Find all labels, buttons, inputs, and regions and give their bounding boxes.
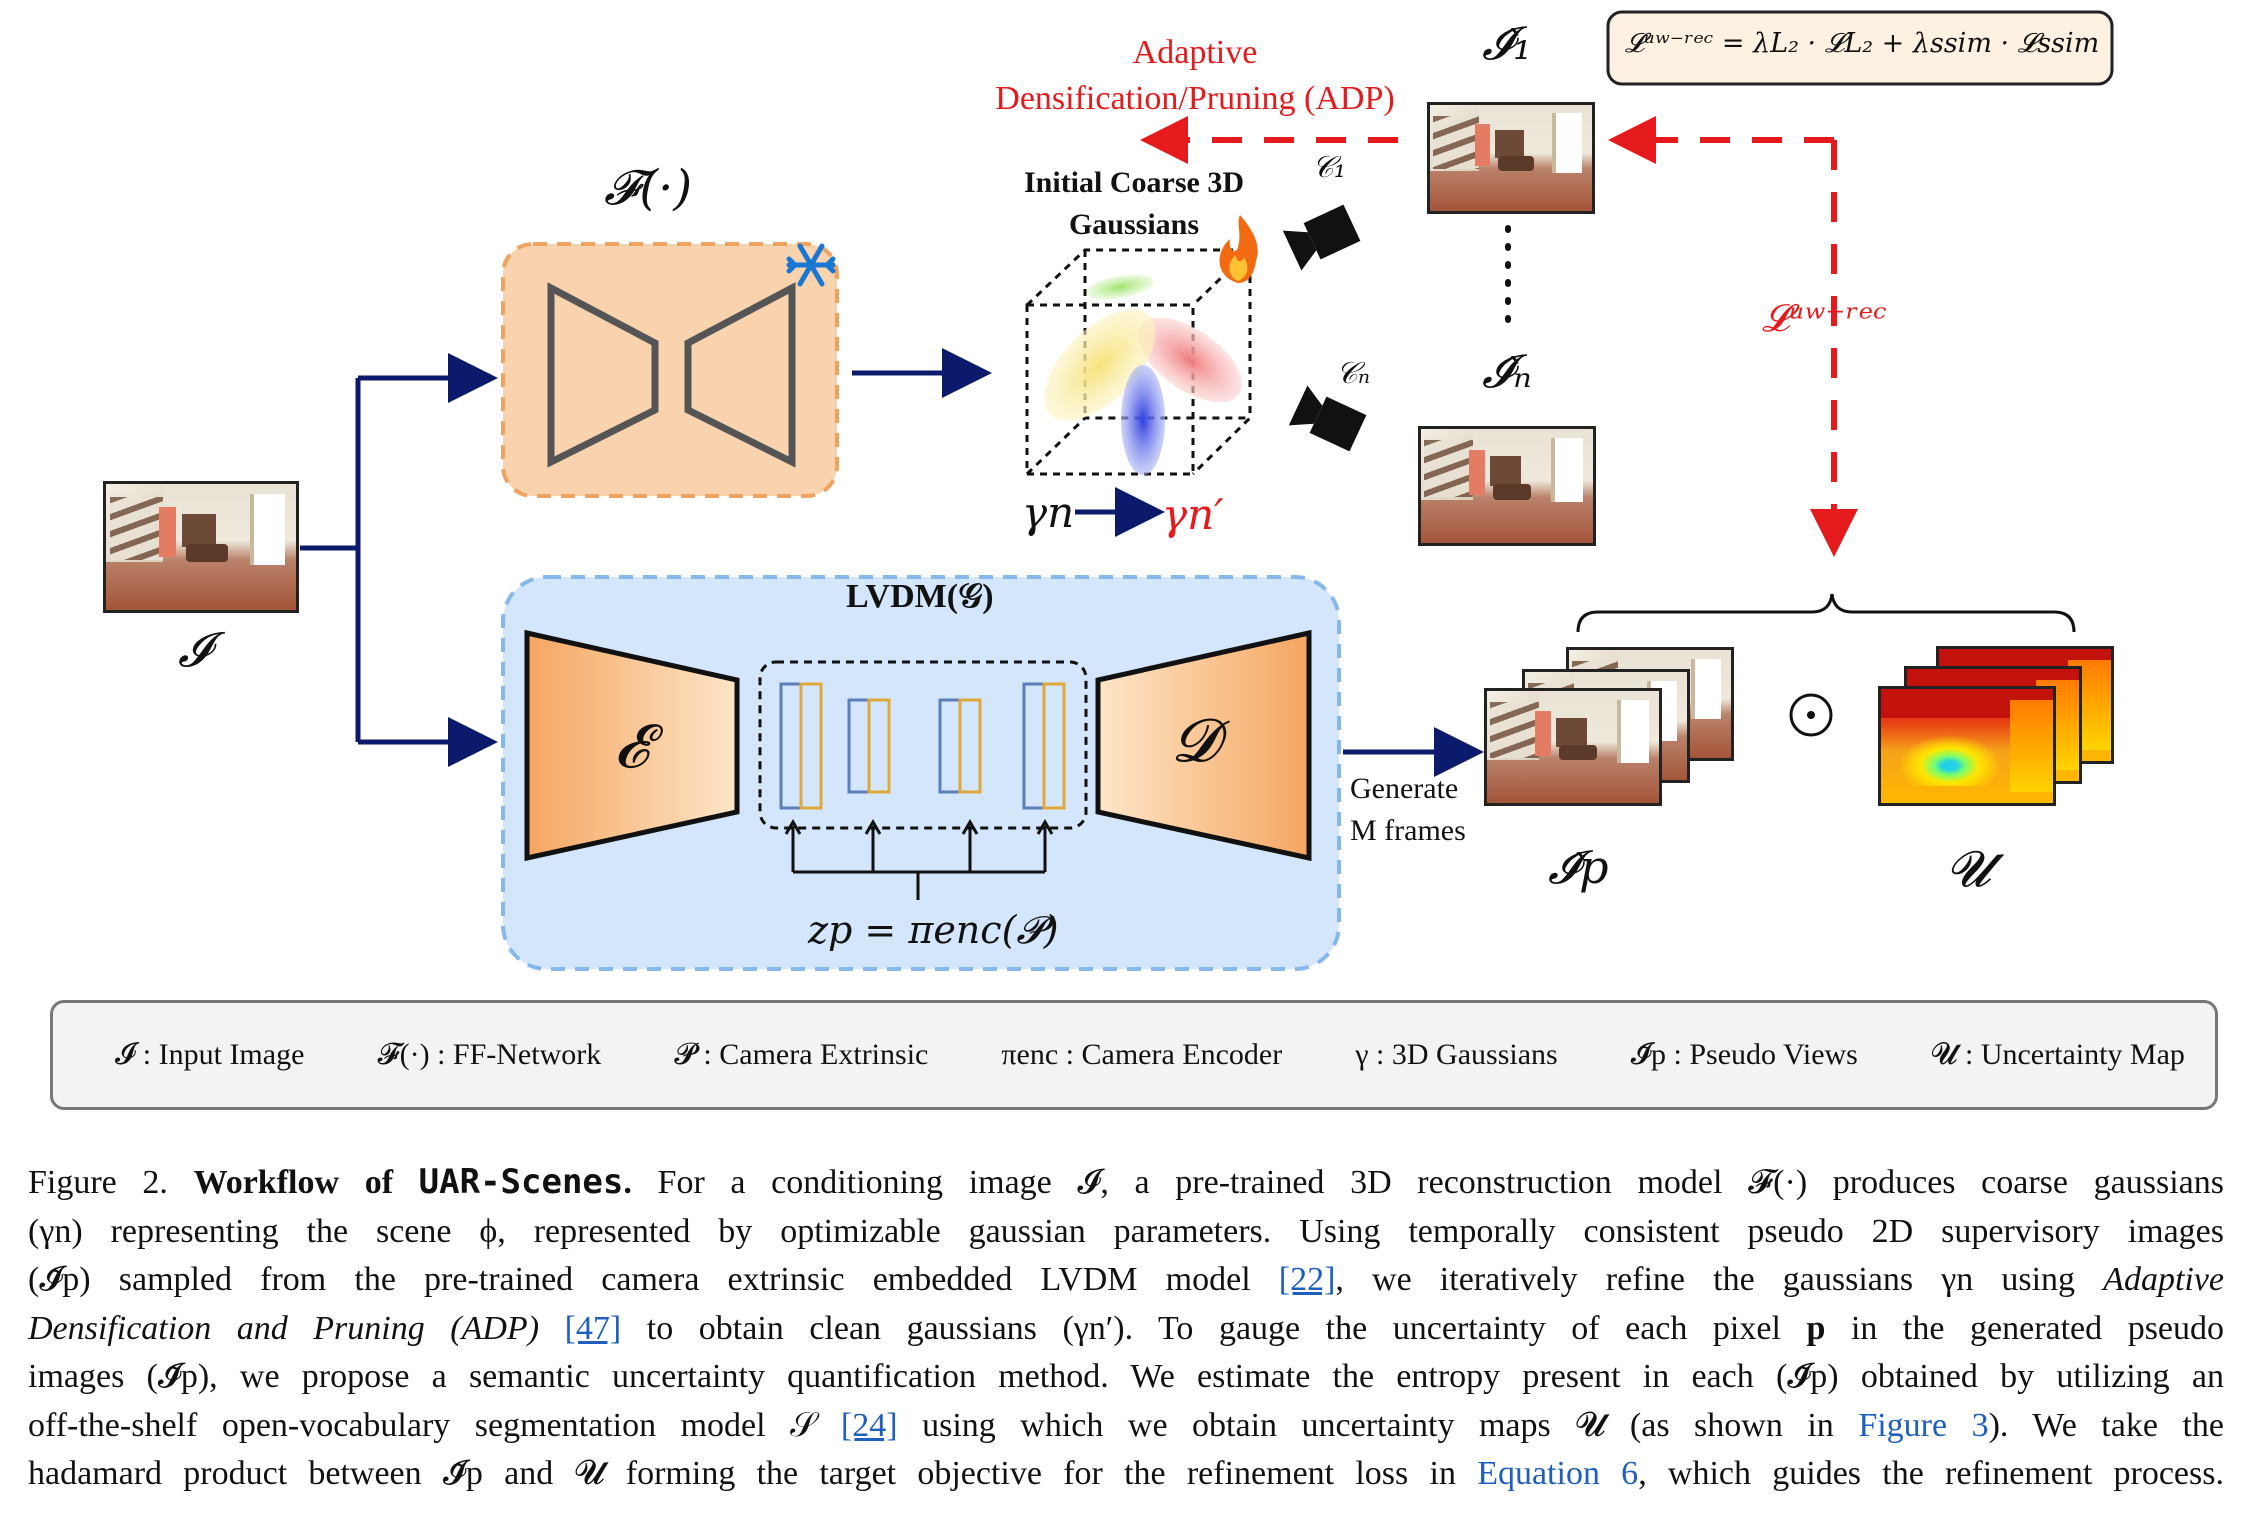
caption-line: (𝓘̃p) sampled from the pre-trained camer… <box>28 1261 2225 1298</box>
camera-1-label: 𝒞₁ <box>1312 150 1346 185</box>
snowflake-icon <box>786 243 836 287</box>
figure-link[interactable]: Figure 3 <box>1858 1406 1989 1444</box>
citation-link[interactable]: [47] <box>564 1309 622 1347</box>
loss-box <box>1606 10 2114 86</box>
legend-item: 𝓟 : Camera Extrinsic <box>674 1038 929 1071</box>
ff-network-label: 𝓕(·) <box>604 160 693 216</box>
decoder-trapezoid <box>1095 629 1312 862</box>
lvdm-label: LVDM(𝒢) <box>846 578 994 615</box>
camera-n-label: 𝒞ₙ <box>1336 356 1371 391</box>
generate-label: Generate M frames <box>1350 772 1466 847</box>
legend-item: 𝓤 : Uncertainty Map <box>1930 1038 2185 1071</box>
gamma-n-prime-label: γn′ <box>1162 490 1224 539</box>
gamma-n-label: γn <box>1022 488 1075 537</box>
caption-line: (γn) representing the scene ϕ, represent… <box>28 1212 2224 1250</box>
decoder-label: 𝓓 <box>1172 706 1219 776</box>
loss-side-label: 𝓛ᵘʷ⁻ʳᵉᶜ <box>1762 296 1887 340</box>
gaussian-blob-yellow <box>1044 309 1156 421</box>
caption-line: hadamard product between 𝓘̃p and 𝓤 formi… <box>28 1455 2224 1492</box>
unet-blocks <box>779 682 1066 810</box>
initial-gaussians-label: Initial Coarse 3D Gaussians <box>1024 166 1244 241</box>
render-1-image <box>1427 102 1595 214</box>
gaussian-blob-red <box>1137 317 1243 403</box>
fire-icon <box>1219 215 1258 283</box>
zp-label: zp = πenc(𝓟) <box>808 908 1059 952</box>
encoder-trapezoid <box>524 629 740 862</box>
hadamard-circle <box>1789 693 1833 737</box>
legend-item: 𝓘̃p : Pseudo Views <box>1630 1038 1858 1071</box>
render-1-label: 𝓘̂₁ <box>1482 16 1532 70</box>
uncertainty-label: 𝓤 <box>1946 840 1991 898</box>
caption-line: Densification and Pruning (ADP) [47] to … <box>28 1309 2225 1347</box>
render-n-label: 𝓘̂ₙ <box>1482 344 1532 398</box>
render-n-image <box>1418 426 1596 546</box>
adp-label: Adaptive Densification/Pruning (ADP) <box>995 34 1395 117</box>
ff-decoder-trapezoid <box>684 282 796 468</box>
loss-equation: 𝓛ᵘʷ⁻ʳᵉᶜ = λL₂ · 𝓛L₂ + λssim · 𝓛ssim <box>1624 28 2100 59</box>
caption-line: off-the-shelf open-vocabulary segmentati… <box>28 1406 2224 1444</box>
camera-icon <box>1288 385 1367 452</box>
legend-item: γ : 3D Gaussians <box>1355 1038 1558 1071</box>
legend-box: 𝓘 : Input Image 𝓕(·) : FF-Network 𝓟 : Ca… <box>50 1000 2218 1110</box>
workflow-diagram <box>300 10 2114 971</box>
citation-link[interactable]: [22] <box>1278 1261 1336 1298</box>
conditioning-arrows <box>784 819 1054 900</box>
equation-link[interactable]: Equation 6 <box>1477 1455 1639 1492</box>
figure-caption: Figure 2. Workflow of UAR-Scenes. For a … <box>28 1158 2224 1499</box>
output-brace <box>1576 593 2076 633</box>
gaussian-blob-blue <box>1121 365 1165 475</box>
legend-item: 𝓕(·) : FF-Network <box>377 1038 602 1071</box>
input-branch-arrows <box>300 348 1484 777</box>
encoder-label: 𝓔 <box>614 712 649 782</box>
uncertainty-map-frame <box>1878 686 2056 806</box>
adp-feedback-arrows <box>1140 116 1858 557</box>
pseudo-view-frame <box>1484 688 1662 806</box>
legend-item: 𝓘 : Input Image <box>115 1038 305 1071</box>
ff-encoder-trapezoid <box>547 282 659 468</box>
caption-line: Figure 2. Workflow of UAR-Scenes. For a … <box>28 1162 2224 1202</box>
pseudo-views-label: 𝓘̂p <box>1548 840 1609 894</box>
citation-link[interactable]: [24] <box>840 1406 898 1444</box>
unet-box <box>758 660 1088 830</box>
gaussian-blob-green <box>1086 274 1154 300</box>
input-image <box>103 481 299 613</box>
input-label: 𝓘 <box>178 622 211 678</box>
legend-item: πenc : Camera Encoder <box>1001 1038 1283 1071</box>
caption-line: images (𝓘̃p), we propose a semantic unce… <box>28 1358 2224 1395</box>
camera-icon <box>1282 204 1361 271</box>
